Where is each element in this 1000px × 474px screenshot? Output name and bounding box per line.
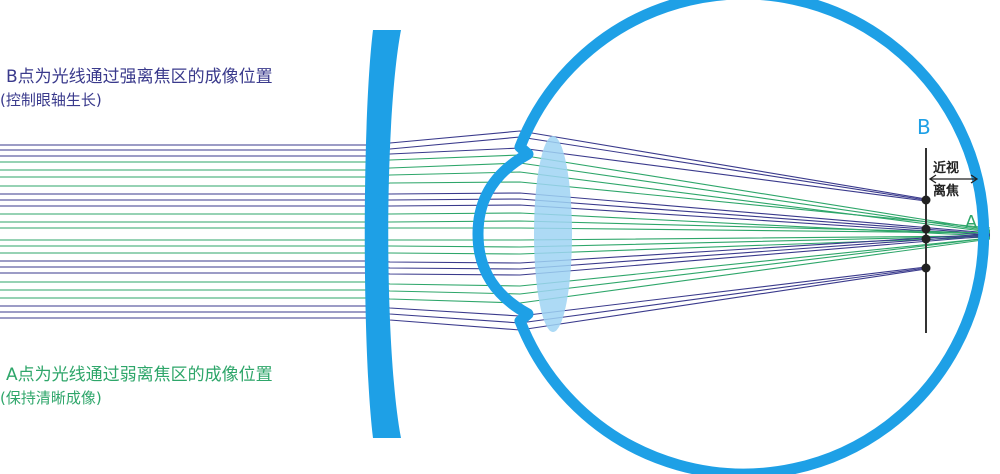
light-ray — [0, 204, 991, 236]
focus-dots — [921, 195, 931, 273]
myopic-defocus-line2: 离焦 — [933, 184, 960, 199]
myopic-defocus-line1: 近视 — [933, 161, 960, 176]
light-ray — [0, 233, 991, 264]
light-ray — [0, 266, 927, 317]
lenslet-bump — [367, 307, 383, 323]
focus-dot-b-lower — [921, 263, 931, 273]
light-ray — [0, 235, 991, 241]
light-ray — [0, 147, 927, 202]
light-ray — [0, 237, 991, 295]
focus-dot-a-lower — [921, 234, 931, 244]
light-ray — [0, 181, 991, 229]
lenslet-bump — [366, 193, 382, 209]
focus-dot-a — [921, 224, 931, 234]
point-b-label: B — [917, 115, 931, 139]
eyeball — [472, 0, 990, 474]
crystalline-lens — [534, 136, 572, 332]
light-ray — [0, 162, 991, 232]
light-ray — [0, 171, 991, 233]
light-ray — [0, 236, 991, 255]
a-point-subtitle: (保持清晰成像) — [0, 389, 102, 407]
light-ray — [0, 227, 991, 234]
lenslet-bump — [367, 144, 383, 160]
light-ray — [0, 154, 991, 231]
light-ray — [0, 220, 991, 234]
lenslet-bumps — [366, 144, 383, 323]
b-point-title: B点为光线通过强离焦区的成像位置 — [6, 67, 273, 87]
light-rays — [0, 130, 991, 331]
focus-dot-b-upper — [921, 195, 931, 205]
light-ray — [0, 237, 991, 287]
light-ray — [0, 198, 991, 235]
lenslet-bump — [366, 258, 382, 274]
light-ray — [0, 268, 927, 331]
light-ray — [0, 234, 991, 270]
point-a-label: A — [965, 212, 978, 233]
spectacle-lens — [364, 30, 401, 438]
defocus-arrow — [928, 174, 979, 184]
light-ray — [0, 235, 991, 276]
light-ray — [0, 238, 991, 304]
a-point-title: A点为光线通过弱离焦区的成像位置 — [6, 365, 273, 385]
light-ray — [0, 192, 991, 234]
light-ray — [0, 235, 991, 248]
b-point-subtitle: (控制眼轴生长) — [0, 91, 102, 109]
light-ray — [0, 212, 991, 237]
light-ray — [0, 136, 927, 201]
myopic-defocus-label: 近视 离焦 — [933, 161, 959, 200]
light-ray — [0, 267, 927, 324]
